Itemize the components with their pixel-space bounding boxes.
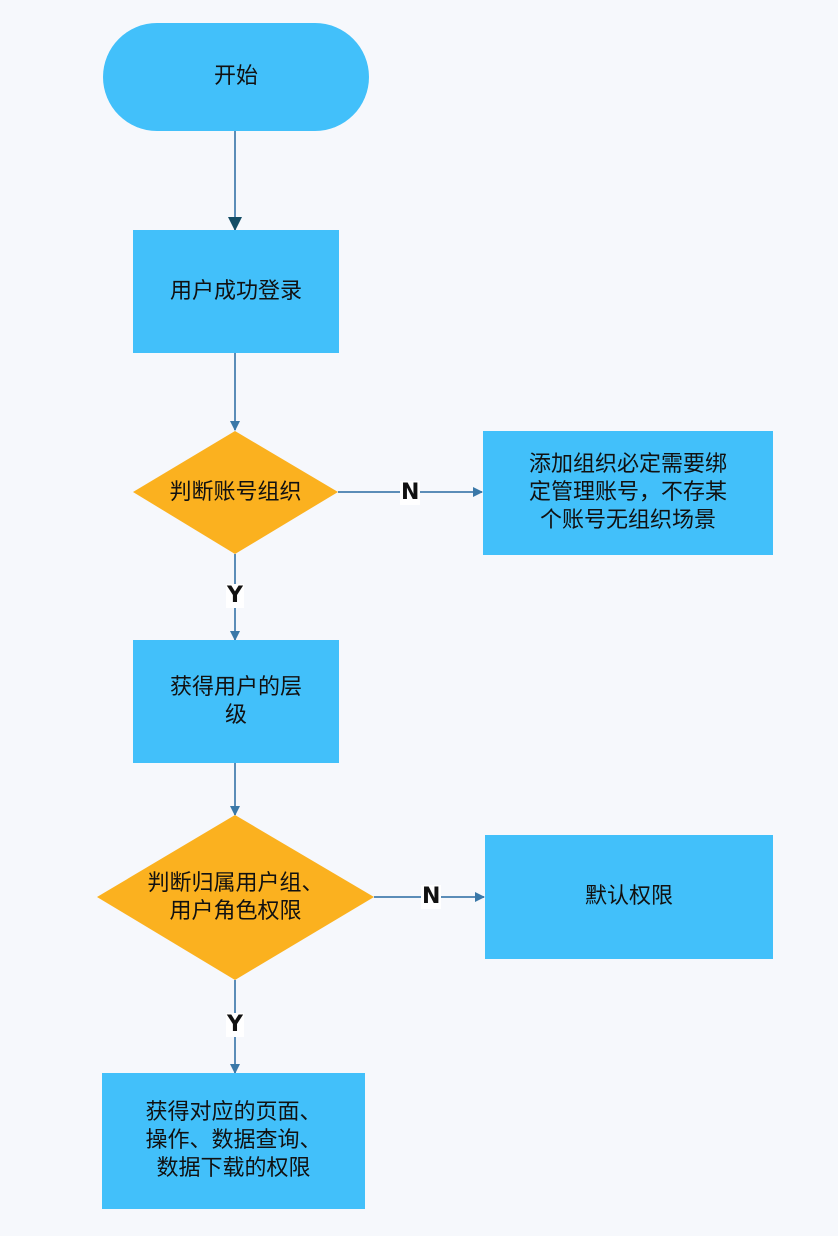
edge-label-no: N	[400, 480, 421, 505]
default-perm-process[interactable]	[485, 835, 773, 959]
edge-label-yes: Y	[226, 583, 244, 608]
login-label: 用户成功登录	[169, 278, 302, 304]
get-perm-label: 获得对应的页面、 操作、数据查询、 数据下载的权限	[145, 1100, 322, 1181]
org-note-label: 添加组织必定需要绑 定管理账号，不存某 个账号无组织场景	[528, 452, 727, 533]
start-terminator[interactable]	[103, 23, 369, 131]
edge-label-no: N	[421, 884, 442, 909]
check-group-label: 判断归属用户组、 用户角色权限	[147, 870, 324, 924]
check-org-label: 判断账号组织	[169, 479, 302, 505]
check-org-decision[interactable]	[133, 431, 338, 554]
get-perm-process[interactable]	[102, 1073, 365, 1209]
start-label: 开始	[213, 64, 258, 89]
org-note-process[interactable]	[483, 431, 773, 555]
get-level-label: 获得用户的层 级	[169, 674, 302, 728]
login-process[interactable]	[133, 230, 339, 353]
get-level-process[interactable]	[133, 640, 339, 763]
default-perm-label: 默认权限	[584, 884, 673, 909]
edge-label-yes: Y	[226, 1012, 244, 1037]
check-group-decision[interactable]	[97, 815, 374, 980]
